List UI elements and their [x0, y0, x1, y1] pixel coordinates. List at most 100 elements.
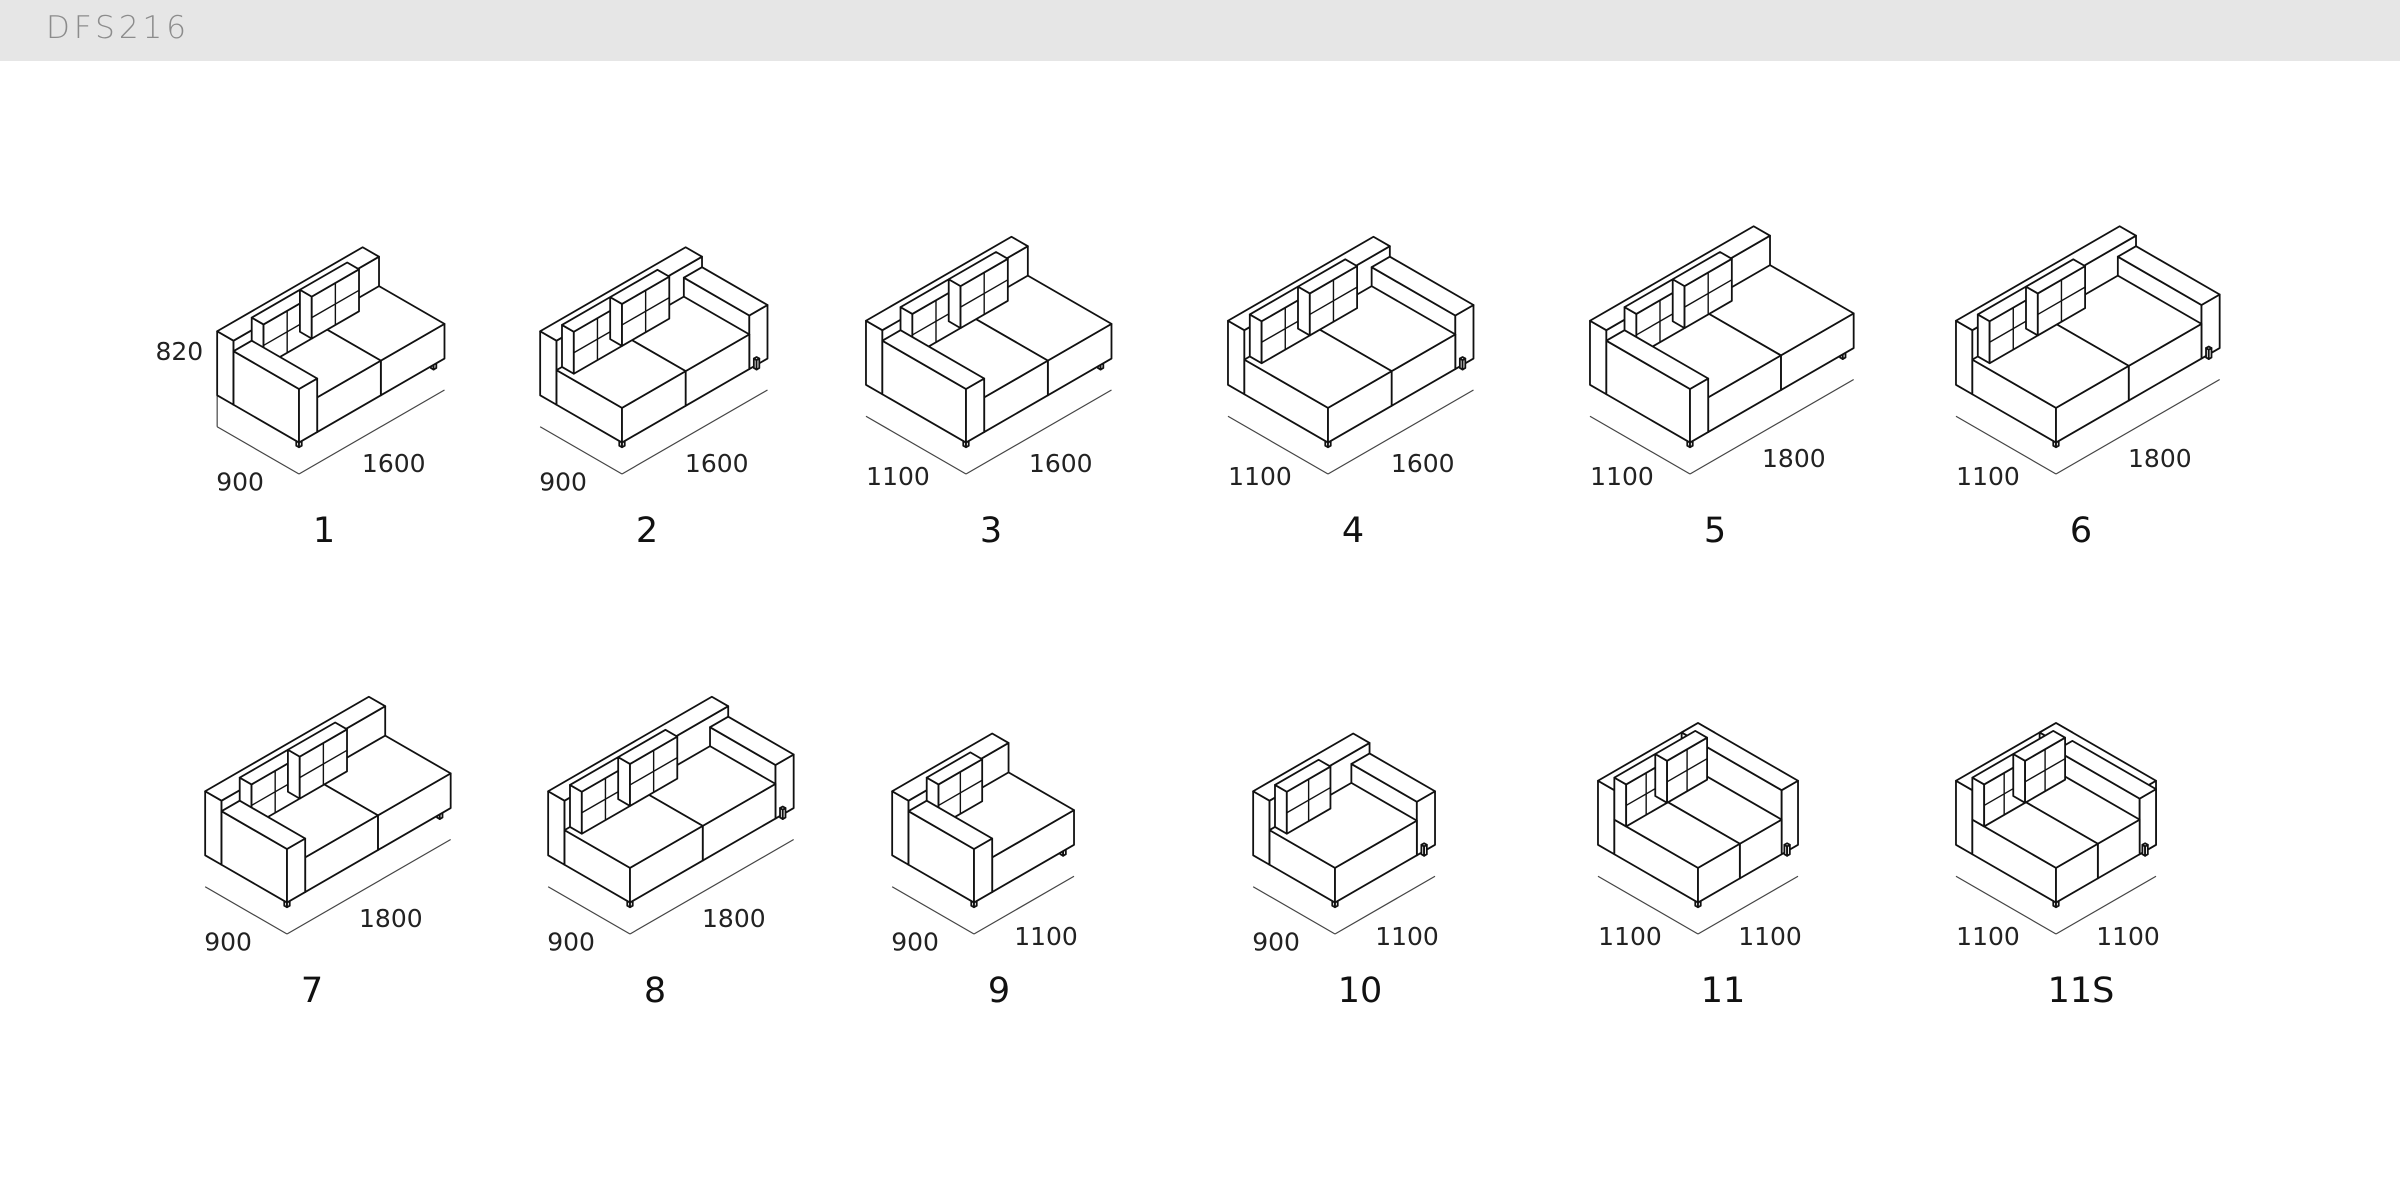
leg	[752, 356, 761, 371]
back-pillow-tuft-line	[1666, 758, 1708, 783]
module-5: 1100 1800 5	[1515, 202, 1915, 562]
width-label: 1600	[1029, 449, 1093, 478]
left-armrest	[1605, 329, 1710, 444]
leg	[2141, 842, 2149, 857]
back-pillow-top	[1623, 278, 1685, 315]
back-pillow-side	[569, 784, 583, 835]
backrest-side	[216, 330, 235, 406]
back-pillow-top	[617, 728, 679, 765]
sofa	[1955, 225, 2221, 449]
back-pillow-tuft-line	[960, 279, 1009, 308]
back-pillow-top	[1613, 753, 1668, 786]
backrest-side	[539, 330, 558, 406]
side-backrest-front	[1780, 779, 1799, 856]
width-label: 1100	[1014, 922, 1078, 951]
back-pillow-side	[1274, 784, 1288, 835]
back-pillow-side	[1248, 313, 1263, 365]
sofa	[216, 246, 446, 449]
back-pillow-top	[299, 261, 360, 298]
module-number: 8	[644, 971, 666, 1011]
sofa	[891, 732, 1075, 909]
width-label: 1100	[2096, 922, 2160, 951]
module-number: 6	[2070, 511, 2092, 551]
back-pillow-side	[561, 324, 575, 375]
back-pillow-side	[1976, 313, 1991, 365]
sofa-module-drawing: 900 1600 2	[539, 246, 769, 551]
sofa	[1597, 722, 1799, 909]
module-number: 4	[1342, 511, 1364, 551]
back-pillow-top	[899, 278, 961, 315]
back-pillow-tuft-line	[2024, 758, 2066, 783]
left-armrest	[881, 329, 986, 444]
leg	[1458, 356, 1467, 371]
depth-dimension-line	[1589, 415, 1691, 475]
width-dimension-line	[1689, 378, 1854, 475]
module-number: 3	[980, 511, 1002, 551]
depth-dimension-line	[204, 886, 288, 935]
depth-dimension-line	[1597, 875, 1699, 935]
depth-dimension-line	[865, 415, 967, 475]
back-pillow-side	[1613, 776, 1628, 828]
width-dimension-line	[298, 389, 445, 475]
back-pillow-top	[947, 251, 1009, 287]
back-pillow-tuft-line	[1684, 279, 1733, 308]
width-label: 1800	[1762, 444, 1826, 473]
left-armrest-top	[232, 339, 319, 390]
depth-label: 900	[539, 467, 587, 496]
side-backrest-top	[1680, 722, 1799, 792]
module-number: 2	[636, 511, 658, 551]
back-pillow-top	[1274, 758, 1332, 793]
backrest-side	[204, 790, 223, 866]
left-armrest-top	[881, 329, 986, 390]
sofa	[1955, 722, 2157, 909]
module-number: 10	[1338, 971, 1383, 1011]
depth-label: 1100	[1956, 462, 2020, 491]
back-pillow-side	[1654, 753, 1668, 804]
back-pillow-tuft-line	[621, 297, 670, 326]
back-pillow-side	[2012, 753, 2026, 804]
width-label: 1600	[1391, 449, 1455, 478]
sofa	[865, 235, 1113, 449]
module-number: 11S	[2048, 971, 2115, 1011]
width-dimension-line	[1334, 875, 1436, 935]
depth-label: 1100	[1956, 922, 2020, 951]
back-pillow-side	[947, 278, 962, 329]
back-pillow	[287, 721, 348, 800]
depth-dimension-line	[547, 886, 631, 935]
left-armrest-top	[907, 799, 994, 850]
back-pillow-top	[1976, 286, 2038, 323]
back-pillow-top	[2025, 258, 2086, 295]
width-dimension-line	[629, 838, 794, 935]
height-label: 820	[155, 337, 203, 366]
back-pillow-top	[1971, 753, 2026, 786]
width-dimension-line	[973, 875, 1075, 935]
module-number: 5	[1704, 511, 1726, 551]
backrest-side	[1589, 319, 1608, 396]
width-dimension-line	[621, 389, 768, 475]
depth-dimension-line	[216, 426, 300, 475]
depth-label: 1100	[1590, 462, 1654, 491]
depth-label: 900	[1252, 927, 1300, 956]
width-dimension-line	[2055, 875, 2157, 935]
module-number: 7	[301, 971, 323, 1011]
leg-top	[2141, 842, 2149, 848]
backrest-side	[865, 319, 884, 396]
back-pillow-side	[1971, 776, 1986, 828]
width-label: 1600	[685, 449, 749, 478]
seat-cushion	[563, 787, 704, 904]
back-pillow-tuft-line	[299, 749, 348, 779]
module-11S: 1100 1100 11S	[1881, 662, 2281, 1022]
left-armrest-top	[220, 799, 307, 850]
width-dimension-line	[286, 838, 451, 935]
backrest-side	[1252, 790, 1271, 866]
leg	[2205, 345, 2213, 360]
leg-top	[1783, 842, 1791, 848]
leg	[1420, 842, 1428, 857]
